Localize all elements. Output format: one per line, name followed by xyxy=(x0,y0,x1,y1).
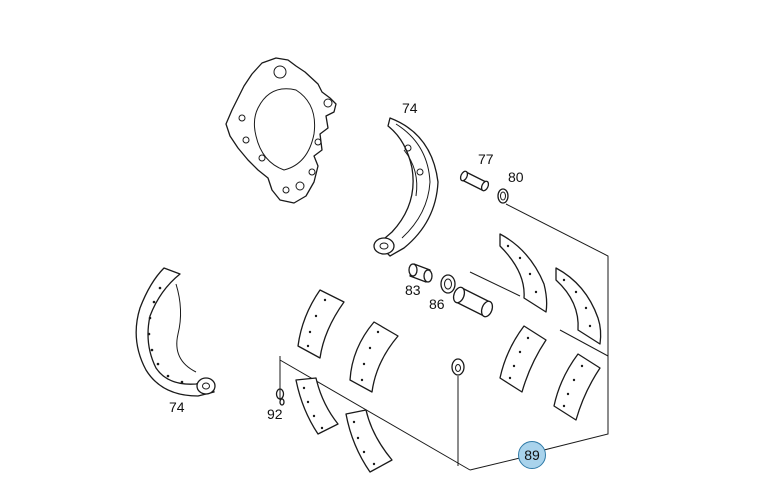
brake-lining-7 xyxy=(499,325,547,393)
part-number-86: 86 xyxy=(429,296,445,312)
part-number-77: 77 xyxy=(478,151,494,167)
brake-shoe-left xyxy=(135,267,216,397)
backing-plate xyxy=(225,57,337,204)
ring-86-part xyxy=(440,274,456,294)
part-number-89-callout[interactable]: 89 xyxy=(518,441,546,469)
part-number-83: 83 xyxy=(405,282,421,298)
brake-lining-8 xyxy=(553,353,601,421)
hook-part xyxy=(451,358,465,376)
kit-bracket-lines xyxy=(279,203,609,471)
pin-part xyxy=(459,170,490,192)
brake-lining-6 xyxy=(555,267,602,345)
ring-80-part xyxy=(497,188,509,204)
brake-lining-5 xyxy=(499,233,548,313)
brake-lining-2 xyxy=(349,321,399,393)
part-number-80: 80 xyxy=(508,169,524,185)
bushing-part xyxy=(408,263,433,283)
brake-shoe-top xyxy=(373,117,439,257)
part-number-74-left: 74 xyxy=(169,399,185,415)
brake-lining-3 xyxy=(295,377,339,435)
sleeve-part xyxy=(452,286,494,318)
brake-lining-4 xyxy=(345,409,393,473)
part-number-92: 92 xyxy=(267,406,283,422)
brake-lining-1 xyxy=(297,289,345,359)
part-number-74-top: 74 xyxy=(402,100,418,116)
